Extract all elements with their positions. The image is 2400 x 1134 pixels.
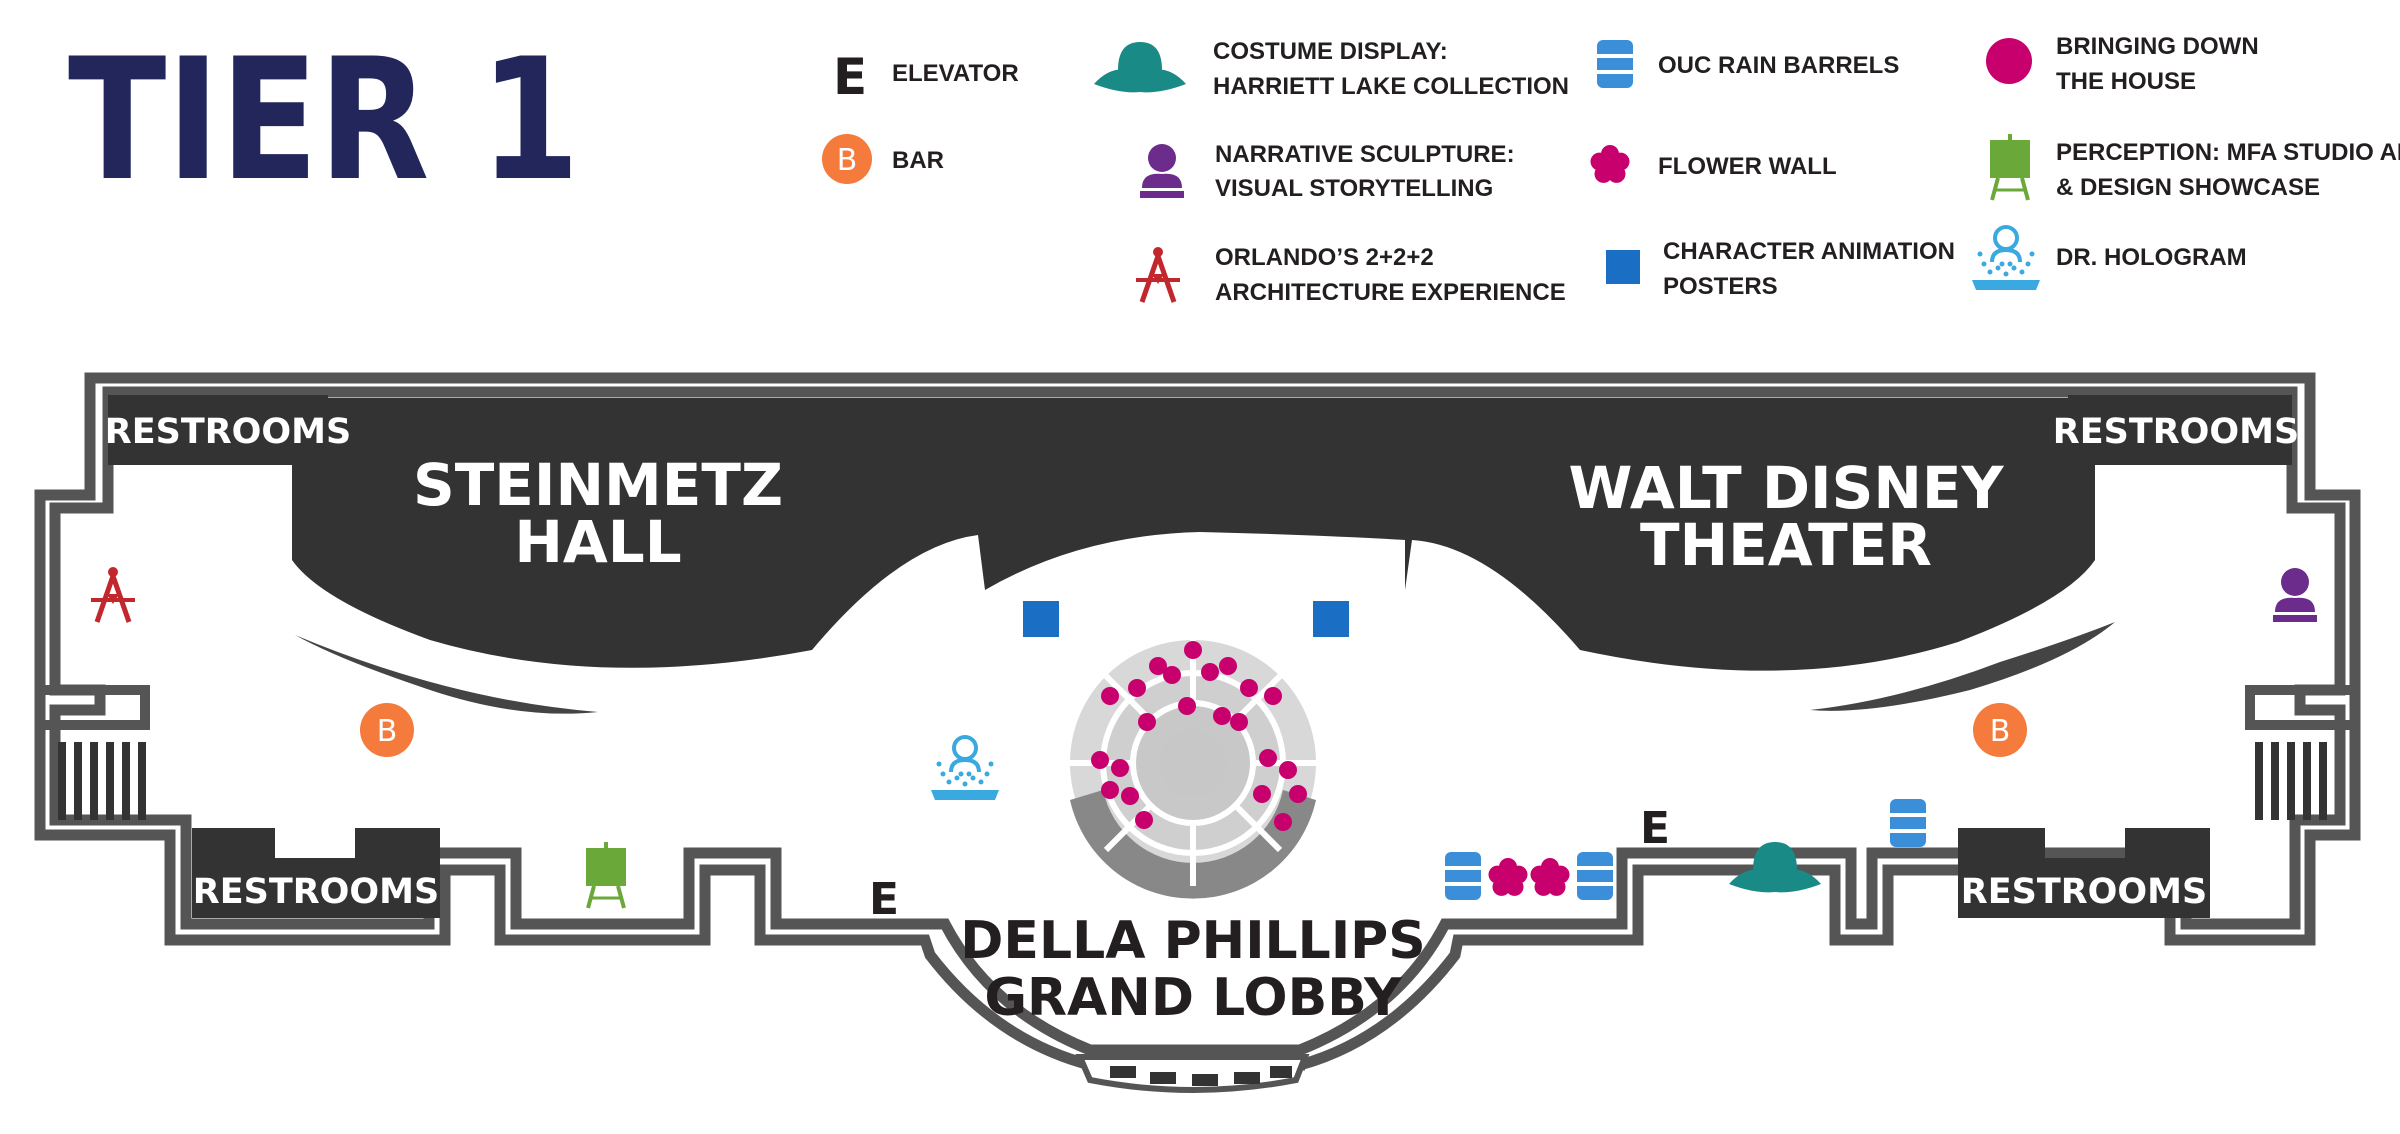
compass-icon-map	[91, 567, 135, 622]
bust-icon	[1140, 144, 1184, 198]
elevator-icon-right: E	[1640, 803, 1670, 854]
hologram-icon-map	[929, 735, 1001, 802]
compass-icon	[1136, 247, 1180, 302]
legend-sculpture-line2: VISUAL STORYTELLING	[1215, 175, 1493, 202]
legend-barrels-label: OUC RAIN BARRELS	[1658, 52, 1899, 79]
poster-icon-left	[1023, 601, 1059, 637]
legend-perception-line1: PERCEPTION: MFA STUDIO ART	[2056, 139, 2400, 166]
lobby-arch	[985, 398, 1405, 590]
restrooms-bottom-left: RESTROOMS	[192, 828, 440, 918]
bar-icon-right	[1973, 703, 2027, 757]
legend-bringing-line1: BRINGING DOWN	[2056, 33, 2259, 60]
steinmetz-line2: HALL	[514, 508, 681, 576]
page-title: TIER 1	[68, 22, 580, 218]
barrel-icon-map-2	[1576, 852, 1614, 900]
legend-posters-line1: CHARACTER ANIMATION	[1663, 238, 1955, 265]
poster-icon-right	[1313, 601, 1349, 637]
legend: E ELEVATOR B BAR COSTUME DISPLAY: HARRIE…	[822, 33, 2400, 306]
rotunda	[1070, 640, 1316, 899]
poster-icon	[1606, 250, 1640, 284]
bar-icon-left-letter: B	[377, 714, 398, 749]
bar-icon-right-letter: B	[1990, 714, 2011, 749]
wall-details	[40, 685, 2355, 730]
bust-icon-map	[2273, 568, 2317, 622]
bar-icon-letter: B	[837, 143, 858, 178]
barrel-icon	[1596, 40, 1634, 88]
hat-icon	[1094, 42, 1186, 93]
walt-disney-theater: WALT DISNEY THEATER	[1405, 398, 2115, 711]
walt-disney-line2: THEATER	[1640, 511, 1932, 579]
legend-bringing-line2: THE HOUSE	[2056, 68, 2196, 95]
restrooms-top-left: RESTROOMS	[105, 395, 351, 465]
legend-bar-label: BAR	[892, 147, 944, 174]
flower-icon-map-2	[1530, 858, 1570, 896]
dot-icon	[1986, 38, 2032, 84]
hologram-icon	[1970, 225, 2042, 292]
bar-icon-left	[360, 703, 414, 757]
steinmetz-line1: STEINMETZ	[413, 451, 783, 519]
easel-icon-map	[584, 840, 628, 910]
restrooms-bottom-right-label: RESTROOMS	[1961, 872, 2207, 912]
restrooms-bottom-left-label: RESTROOMS	[193, 872, 439, 912]
walt-disney-line1: WALT DISNEY	[1568, 454, 2004, 522]
stairs-right	[2255, 742, 2327, 820]
elevator-icon-left: E	[869, 874, 899, 925]
legend-elevator-label: ELEVATOR	[892, 60, 1019, 87]
easel-icon	[1988, 132, 2032, 202]
legend-sculpture-line1: NARRATIVE SCULPTURE:	[1215, 141, 1515, 168]
legend-architecture-line2: ARCHITECTURE EXPERIENCE	[1215, 279, 1566, 306]
legend-architecture-line1: ORLANDO’S 2+2+2	[1215, 244, 1434, 271]
restrooms-top-right: RESTROOMS	[2053, 395, 2299, 465]
legend-hologram-label: DR. HOLOGRAM	[2056, 244, 2247, 271]
legend-posters-line2: POSTERS	[1663, 273, 1778, 300]
restrooms-top-right-label: RESTROOMS	[2053, 412, 2299, 452]
bringing-down-dots	[1091, 641, 1307, 831]
steinmetz-hall: STEINMETZ HALL	[292, 398, 985, 714]
barrel-icon-map-3	[1889, 799, 1927, 847]
entrance	[1075, 1054, 1310, 1093]
legend-costume-line2: HARRIETT LAKE COLLECTION	[1213, 73, 1569, 100]
restrooms-bottom-right: RESTROOMS	[1958, 828, 2210, 918]
rotunda-center	[1159, 729, 1227, 797]
legend-costume-line1: COSTUME DISPLAY:	[1213, 38, 1448, 65]
bar-icon	[822, 134, 872, 184]
lobby-line2: GRAND LOBBY	[984, 968, 1403, 1028]
flower-icon	[1590, 145, 1630, 183]
legend-flower-label: FLOWER WALL	[1658, 153, 1837, 180]
barrel-icon-map-1	[1444, 852, 1482, 900]
legend-perception-line2: & DESIGN SHOWCASE	[2056, 174, 2320, 201]
stairs-left	[58, 742, 146, 820]
lobby-line1: DELLA PHILLIPS	[960, 911, 1425, 971]
elevator-icon: E	[833, 48, 867, 106]
flower-icon-map-1	[1488, 858, 1528, 896]
restrooms-top-left-label: RESTROOMS	[105, 412, 351, 452]
